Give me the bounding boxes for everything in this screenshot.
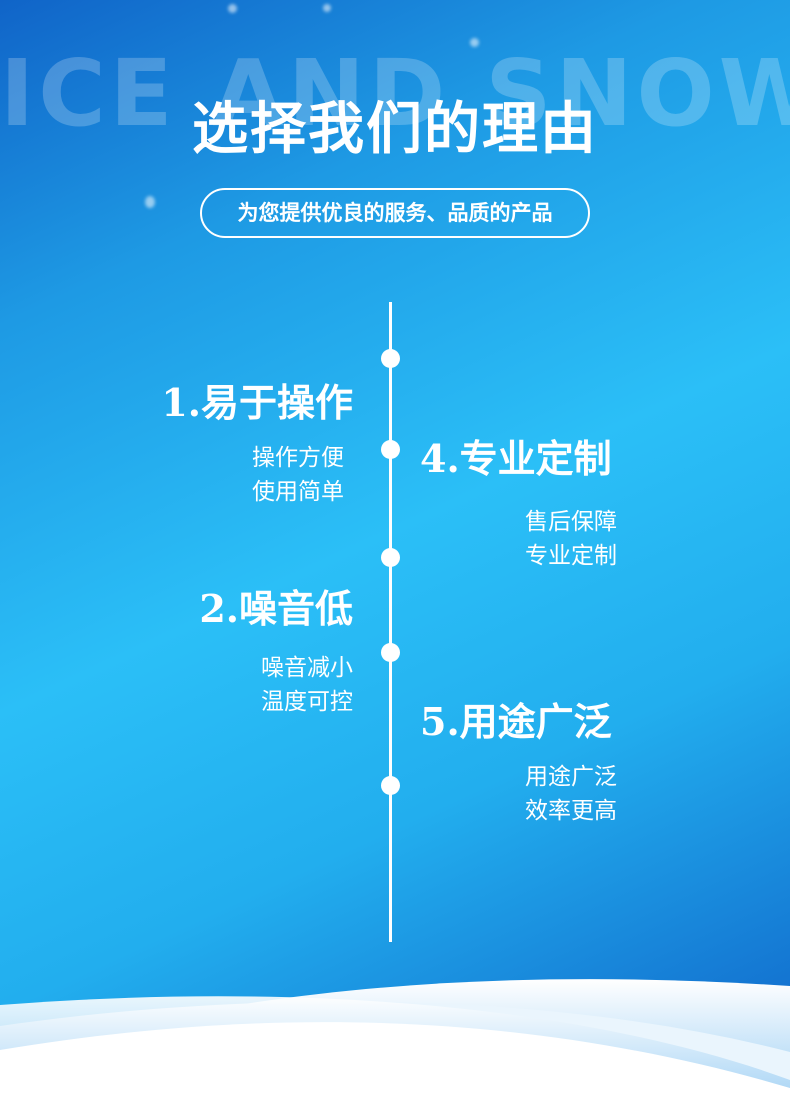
- feature-heading-customization: 4.专业定制: [420, 436, 612, 481]
- feature-line: 噪音减小: [261, 655, 353, 681]
- feature-line: 售后保障: [525, 509, 617, 535]
- snowflake: [323, 4, 331, 12]
- feature-line: 用途广泛: [525, 764, 617, 790]
- feature-heading-easy-operation: 1.易于操作: [161, 380, 353, 425]
- timeline-line: [389, 302, 392, 942]
- snowflake: [228, 4, 237, 13]
- subtitle-badge: 为您提供优良的服务、品质的产品: [200, 188, 590, 238]
- background-watermark-text: ICE AND SNOW: [0, 40, 790, 147]
- feature-line: 专业定制: [525, 543, 617, 569]
- timeline-dot: [381, 548, 400, 567]
- feature-description: 售后保障 专业定制: [525, 505, 617, 573]
- snowflake: [145, 196, 155, 208]
- timeline-dot: [381, 349, 400, 368]
- feature-description: 噪音减小 温度可控: [261, 651, 353, 719]
- page-title: 选择我们的理由: [192, 96, 598, 162]
- feature-line: 效率更高: [525, 798, 617, 824]
- feature-heading-wide-use: 5.用途广泛: [420, 699, 612, 744]
- feature-description: 操作方便 使用简单: [252, 441, 344, 509]
- timeline-dot: [381, 440, 400, 459]
- snowflake: [470, 38, 479, 47]
- feature-heading-low-noise: 2.噪音低: [199, 586, 353, 631]
- feature-line: 温度可控: [261, 689, 353, 715]
- feature-line: 使用简单: [252, 479, 344, 505]
- feature-description: 用途广泛 效率更高: [525, 760, 617, 828]
- timeline-dot: [381, 643, 400, 662]
- feature-line: 操作方便: [252, 445, 344, 471]
- snow-wave-decoration: [0, 979, 790, 1118]
- timeline-dot: [381, 776, 400, 795]
